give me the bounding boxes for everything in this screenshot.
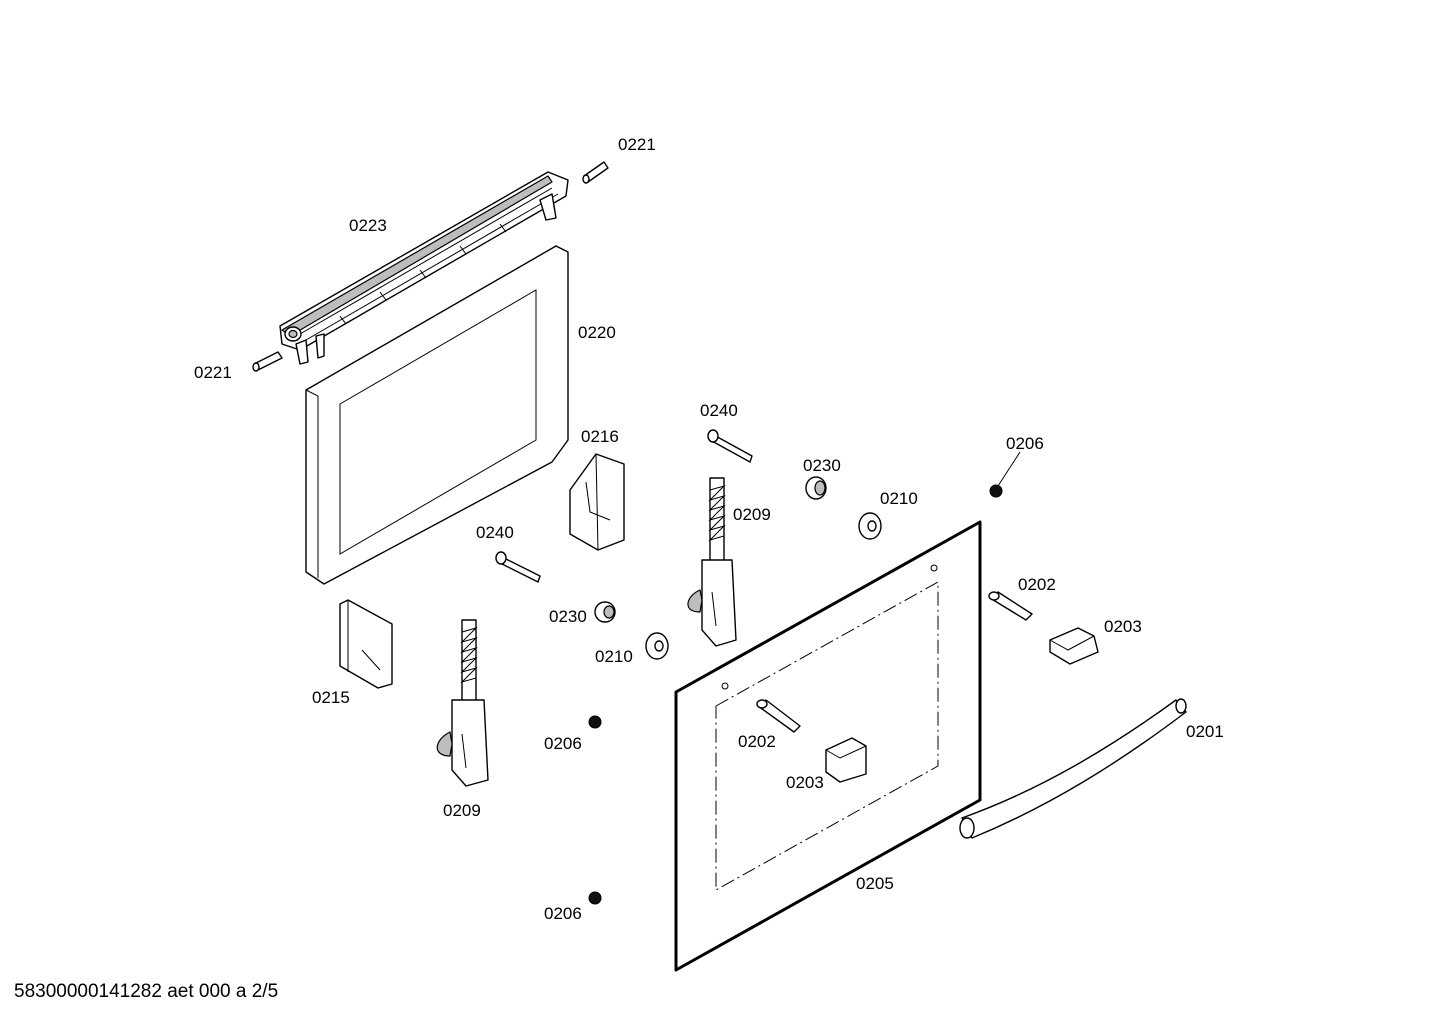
part-0201-handle — [959, 698, 1187, 839]
callout-0203-right: 0203 — [1104, 617, 1142, 636]
part-0220-inner-panel — [305, 245, 569, 585]
callout-0215: 0215 — [312, 688, 350, 707]
part-0202-pin-glass — [756, 699, 801, 733]
callout-0223: 0223 — [349, 216, 387, 235]
part-0206-clip-lower — [588, 891, 602, 905]
callout-0206-upper: 0206 — [1006, 434, 1044, 453]
part-0205-outer-glass — [674, 520, 982, 972]
part-0216-hinge-bracket — [569, 453, 625, 551]
callout-0210-lower: 0210 — [595, 647, 633, 666]
callout-0240-upper: 0240 — [700, 401, 738, 420]
callout-0209-left: 0209 — [443, 801, 481, 820]
part-0203-block-right — [1049, 627, 1099, 665]
callout-0220: 0220 — [578, 323, 616, 342]
callout-0230-upper: 0230 — [803, 456, 841, 475]
callout-0240-lower: 0240 — [476, 523, 514, 542]
callout-0201: 0201 — [1186, 722, 1224, 741]
callout-0216: 0216 — [581, 427, 619, 446]
part-0203-block-glass — [825, 737, 867, 783]
diagram-reference-code: 58300000141282 aet 000 a 2/5 — [14, 981, 279, 1002]
callout-0206-middle: 0206 — [544, 734, 582, 753]
part-0210-washer-upper — [858, 512, 882, 540]
callout-0210-upper: 0210 — [880, 489, 918, 508]
callout-0203-glass: 0203 — [786, 773, 824, 792]
callout-0202-glass: 0202 — [738, 732, 776, 751]
part-0230-nut-upper — [805, 476, 827, 500]
callout-0230-lower: 0230 — [549, 607, 587, 626]
part-0209-hinge-right — [687, 477, 737, 647]
part-0240-screw-upper — [707, 429, 753, 463]
callout-0206-lower: 0206 — [544, 904, 582, 923]
part-0221-pin-top — [582, 161, 609, 184]
part-0223-top-trim — [279, 171, 569, 365]
part-0202-pin-right — [988, 591, 1033, 621]
part-0240-screw-lower — [495, 551, 541, 583]
callout-0209-right: 0209 — [733, 505, 771, 524]
part-0230-nut-lower — [594, 601, 616, 623]
part-0209-hinge-left — [436, 619, 489, 787]
part-0210-washer-lower — [645, 632, 669, 660]
part-0206-clip-upper — [989, 451, 1021, 498]
part-0215-hinge-bracket — [339, 599, 393, 689]
callout-0205: 0205 — [856, 874, 894, 893]
callout-0202-right: 0202 — [1018, 575, 1056, 594]
callout-0221-top: 0221 — [618, 135, 656, 154]
callout-0221-left: 0221 — [194, 363, 232, 382]
part-0221-pin-left — [252, 351, 283, 372]
part-0206-clip-middle — [588, 715, 602, 729]
